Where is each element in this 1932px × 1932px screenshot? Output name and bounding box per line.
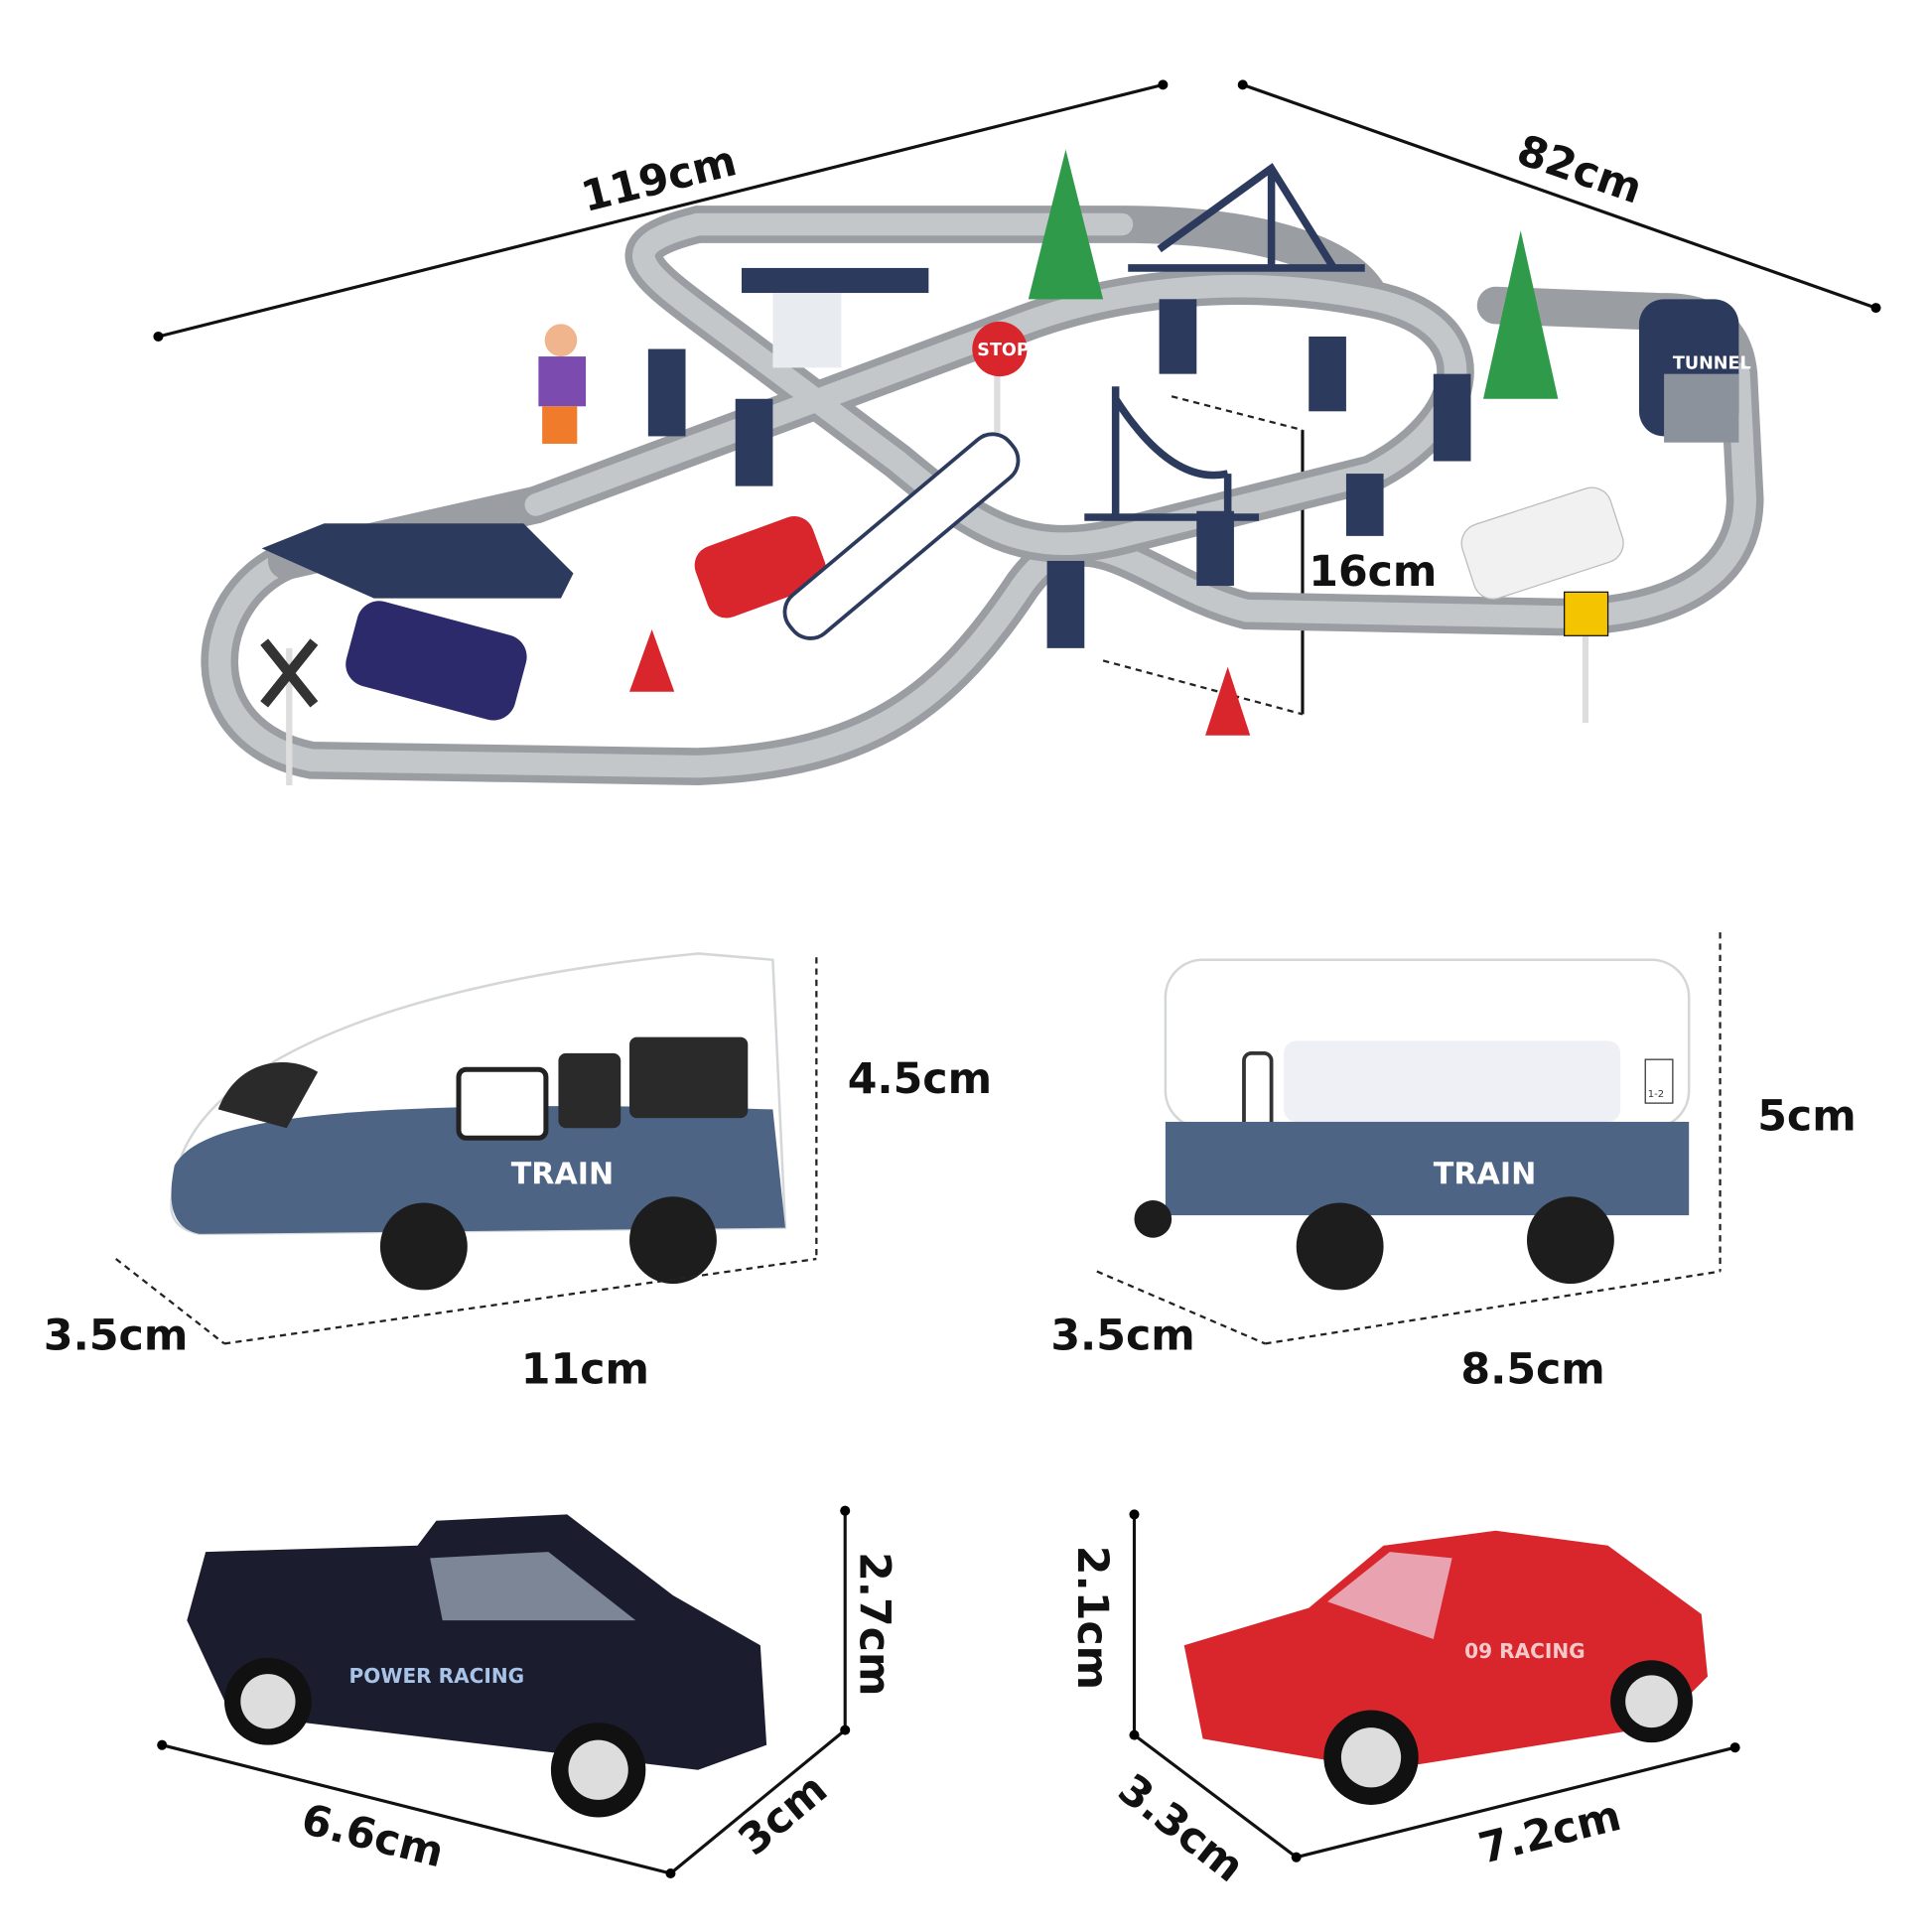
car-length-label: 7.2cm [1474,1791,1626,1874]
train-on-track [782,432,1021,640]
cone [1205,666,1251,736]
locomotive-height-label: 4.5cm [848,1054,992,1104]
locomotive-length-label: 11cm [521,1345,649,1395]
carriage-train-label: TRAIN [1434,1158,1536,1192]
car-depth-label: 3.3cm [1109,1764,1253,1892]
truck-length-label: 6.6cm [297,1795,449,1878]
locomotive-train-label: TRAIN [511,1158,614,1192]
tree [1028,149,1104,300]
white-car [1460,486,1624,600]
carriage-length-label: 8.5cm [1460,1345,1604,1395]
level-crossing [261,523,574,599]
tunnel: TUNNEL [1638,299,1751,443]
truck-height-label: 2.7cm [849,1552,898,1696]
tree [1483,230,1559,399]
car-height-label: 2.1cm [1067,1546,1117,1690]
locomotive-depth-label: 3.5cm [44,1311,188,1361]
car-decal: 09 RACING [1464,1639,1585,1663]
pickup-truck: POWER RACING [187,1514,767,1818]
track-height-label: 16cm [1309,547,1437,597]
suspension-bridge [1084,163,1365,521]
red-car: 09 RACING [1183,1530,1709,1805]
cone [629,629,675,692]
width-line [1242,82,1877,310]
figure [538,324,587,444]
railroad-crossing-sign [260,638,319,708]
purple-car [345,601,527,721]
track-set: 119cm 82cm TUNNEL [153,79,1881,785]
svg-text:STOP: STOP [977,341,1030,360]
carriage: 1-2 TRAIN [1134,958,1691,1291]
carriage-height-label: 5cm [1757,1092,1856,1142]
length-line [158,82,1164,339]
carriage-depth-label: 3.5cm [1050,1311,1194,1361]
locomotive: TRAIN [170,952,787,1291]
seat-sign: 1-2 [1648,1089,1664,1100]
track-width-label: 82cm [1511,125,1648,213]
truck-decal: POWER RACING [349,1664,525,1688]
station [742,267,929,294]
svg-text:TUNNEL: TUNNEL [1673,354,1751,374]
tunnel-sign [1564,591,1609,636]
